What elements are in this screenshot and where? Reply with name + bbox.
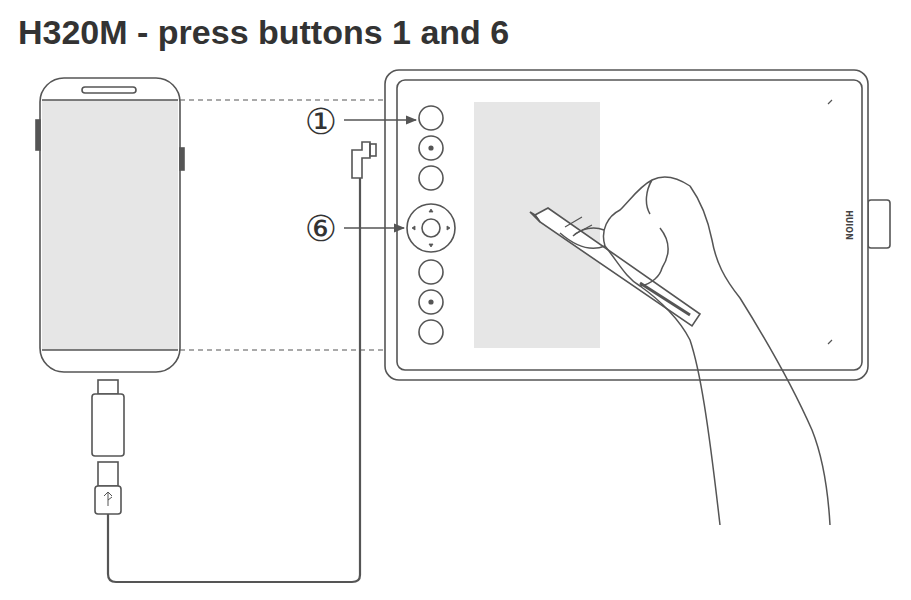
hand-outline [560, 177, 830, 525]
otg-adapter [98, 380, 118, 394]
phone-side-button [36, 120, 40, 150]
usb-plug [98, 462, 118, 486]
callout-number: ① [305, 104, 337, 140]
callout-number: ⑥ [305, 211, 337, 247]
angled-plug [352, 142, 370, 178]
stylus [535, 208, 700, 326]
phone-side-button [180, 148, 184, 170]
phone-body [40, 78, 180, 372]
tablet-body [385, 70, 868, 380]
phone-speaker [82, 87, 136, 93]
brand-logo: HUION [844, 210, 852, 240]
tablet-tab [868, 200, 890, 248]
active-area [474, 102, 600, 348]
phone-screen [42, 100, 178, 350]
page-title: H320M - press buttons 1 and 6 [18, 14, 509, 51]
tablet-inner [397, 80, 862, 370]
